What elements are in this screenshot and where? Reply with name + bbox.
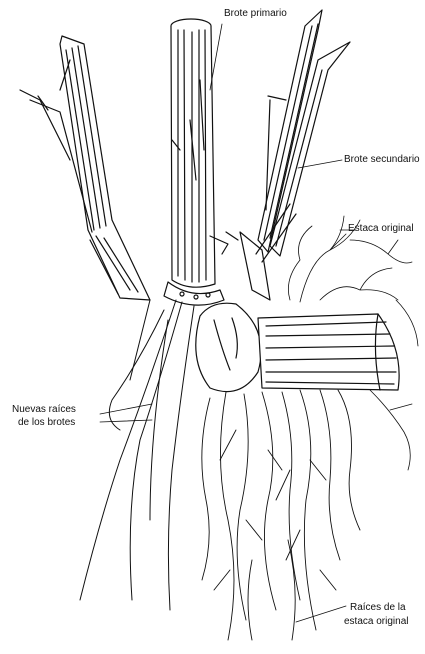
label-new-roots-line2: de los brotes [18,417,75,429]
cutting-roots [202,390,360,640]
original-cutting [258,314,399,390]
leader-new-roots-b [100,420,152,422]
label-cutting-roots-line2: estaca original [344,616,408,628]
bud [196,303,261,391]
left-shoot [20,36,150,300]
shoot-new-roots [80,300,194,610]
leader-cutting-roots [296,606,346,622]
label-cutting-roots-line1: Raíces de la [350,602,406,614]
leader-original-cutting [330,234,346,250]
secondary-shoot [240,10,350,300]
label-original-cutting: Estaca original [348,223,414,235]
label-primary-shoot: Brote primario [224,8,287,20]
leader-new-roots-a [100,404,152,414]
label-secondary-shoot: Brote secundario [344,154,420,166]
primary-shoot [164,19,238,305]
label-new-roots-line1: Nuevas raíces [12,404,76,416]
